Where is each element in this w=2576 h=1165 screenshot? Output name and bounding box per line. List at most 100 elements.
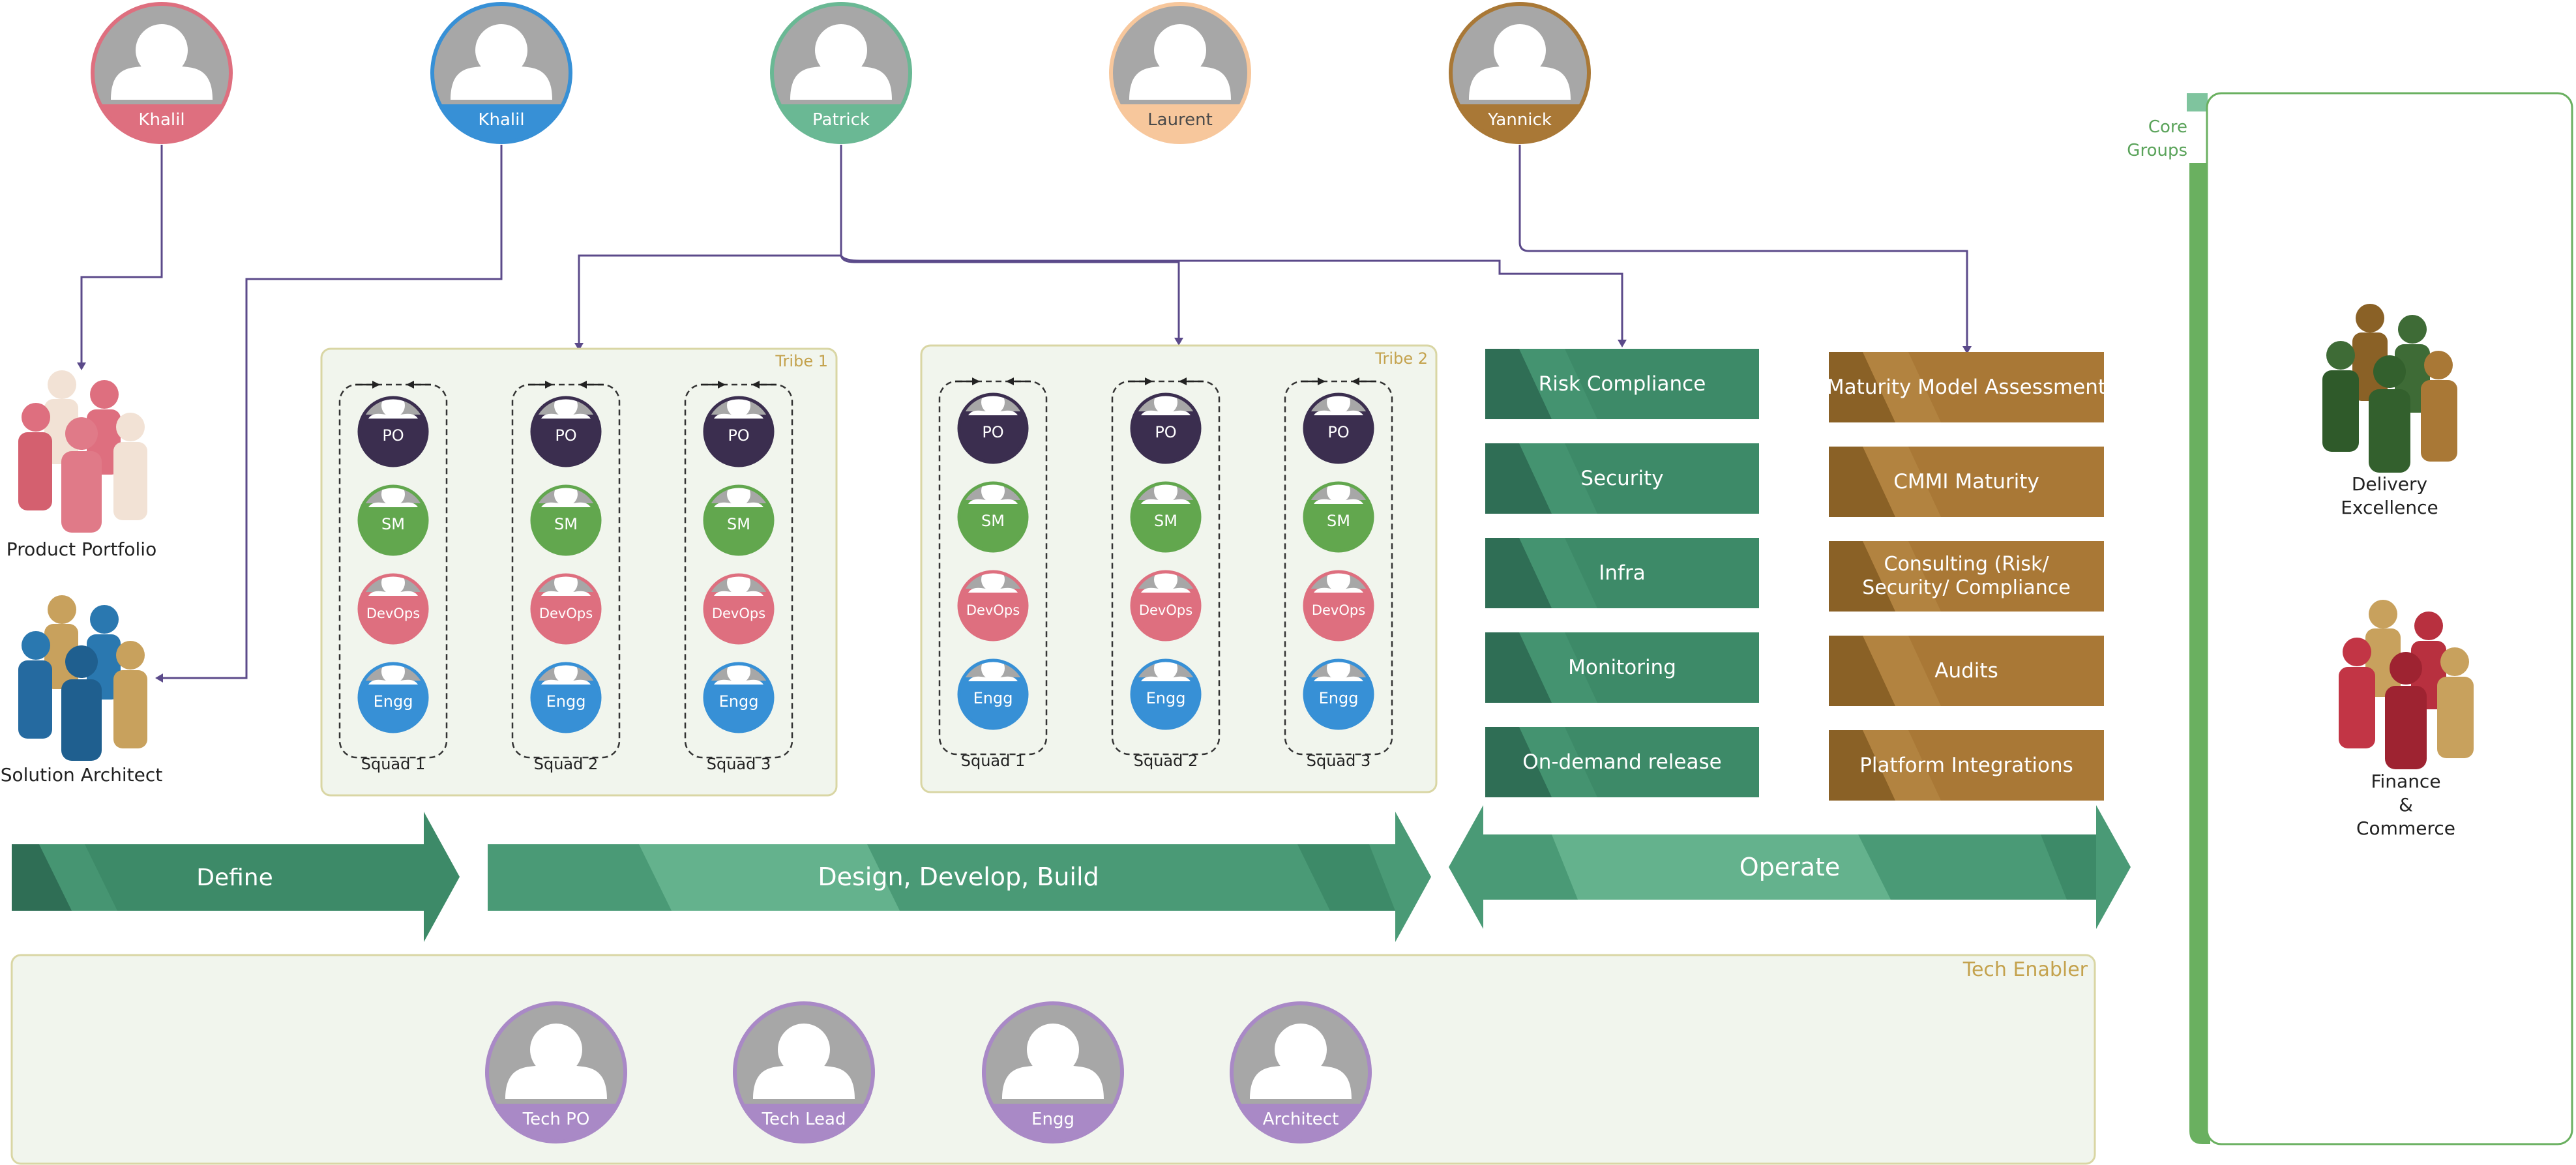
squad-role-label: DevOps	[712, 606, 765, 621]
service-on-demand-release: On-demand release	[1485, 727, 1759, 797]
squad-label: Squad 3	[707, 755, 771, 773]
squad-role-sm: SM	[957, 481, 1029, 553]
squad-dashed-boundary	[684, 383, 793, 759]
group-label: Solution Architect	[1, 764, 163, 786]
squad-role-label: Engg	[1319, 689, 1359, 707]
cycle-arrow-icon	[972, 377, 980, 385]
phase-operate-arrow: Operate	[1449, 805, 2131, 929]
leader-khalil-pink: Khalil	[91, 2, 233, 144]
connector-patrick-risk	[840, 255, 1623, 346]
squad-role-label: PO	[382, 426, 404, 445]
cycle-arrow-icon	[406, 381, 414, 389]
squad-role-po: PO	[957, 392, 1029, 464]
squad-role-label: DevOps	[966, 602, 1020, 618]
leader-name: Khalil	[478, 110, 524, 130]
service-label: Consulting (Risk/ Security/ Compliance	[1862, 553, 2071, 599]
squad-role-label: DevOps	[1139, 602, 1192, 618]
service-consulting: Consulting (Risk/ Security/ Compliance	[1829, 541, 2104, 612]
leader-name: Patrick	[812, 110, 870, 130]
phase-define-arrow: Define	[12, 812, 460, 942]
product-portfolio-group: Product Portfolio	[7, 370, 156, 560]
phase-label: Operate	[1740, 853, 1841, 881]
solution-architect-group: Solution Architect	[1, 595, 163, 786]
leader-khalil-blue: Khalil	[430, 2, 572, 144]
connector-khalil-solution-architect	[156, 145, 503, 679]
cycle-arrow-icon	[752, 381, 760, 389]
squad-role-label: DevOps	[366, 606, 420, 621]
group-label: Product Portfolio	[7, 538, 156, 560]
operate-services: Risk Compliance Security Infra Monitorin…	[1485, 349, 1759, 797]
squad-role-label: DevOps	[539, 606, 593, 621]
squad-role-label: Engg	[374, 692, 413, 711]
service-label: Security	[1580, 467, 1663, 490]
tribe-label: Tribe 2	[1374, 349, 1428, 368]
service-cmmi-maturity: CMMI Maturity	[1829, 447, 2104, 517]
squad-label: Squad 3	[1307, 752, 1371, 770]
connectors	[80, 145, 1968, 679]
service-label: Maturity Model Assessment	[1827, 376, 2106, 399]
cycle-arrow-icon	[579, 381, 587, 389]
service-security: Security	[1485, 443, 1759, 514]
leaders-row: Khalil Khalil Patrick	[91, 2, 1591, 144]
leader-name: Khalil	[138, 110, 185, 130]
squad-role-label: SM	[1154, 512, 1177, 530]
squad-role-label: DevOps	[1312, 602, 1365, 618]
squad-role-sm: SM	[530, 484, 602, 556]
squad-dashed-boundary	[338, 383, 448, 759]
squad-role-label: PO	[982, 423, 1003, 441]
phase-label: Design, Develop, Build	[818, 863, 1099, 891]
connector-yannick-brown	[1518, 145, 1968, 352]
service-label: Risk Compliance	[1539, 372, 1706, 396]
squad-role-label: PO	[1327, 423, 1349, 441]
phase-label: Define	[196, 864, 273, 891]
squad-role-devops: DevOps	[703, 573, 775, 645]
tech-member-label: Architect	[1263, 1110, 1339, 1129]
finance-commerce-group: Finance&Commerce	[2339, 600, 2474, 839]
squad-role-label: Engg	[973, 689, 1013, 707]
service-platform-integrations: Platform Integrations	[1829, 730, 2104, 801]
squad-label: Squad 2	[1134, 752, 1198, 770]
service-label: Platform Integrations	[1859, 754, 2073, 777]
cycle-arrow-icon	[545, 381, 553, 389]
people-group-pink-icon	[18, 370, 147, 533]
tech-member-label: Engg	[1031, 1110, 1074, 1129]
squad-role-engg: Engg	[957, 658, 1029, 730]
leader-name: Laurent	[1147, 110, 1213, 130]
squad-role-label: SM	[554, 515, 578, 533]
squad-role-label: PO	[1155, 423, 1176, 441]
cycle-arrow-icon	[718, 381, 726, 389]
tech-enabler-label: Tech Enabler	[1962, 958, 2088, 981]
connector-khalil-product-portfolio	[80, 145, 163, 368]
service-label: Audits	[1934, 659, 1998, 683]
group-label: Finance&Commerce	[2356, 771, 2455, 839]
squad-role-po: PO	[1303, 392, 1374, 464]
squad-role-po: PO	[357, 396, 429, 467]
service-label: CMMI Maturity	[1893, 470, 2039, 494]
leader-name: Yannick	[1487, 110, 1552, 130]
connector-patrick-tribe2	[840, 255, 1180, 344]
tech-enabler-section: Tech Enabler Tech PO Tech Lead	[10, 954, 2096, 1165]
service-label: On-demand release	[1522, 750, 1721, 774]
squad-role-label: SM	[381, 515, 405, 533]
squad-dashed-boundary	[1284, 380, 1393, 756]
service-maturity-model-assessment: Maturity Model Assessment	[1827, 352, 2106, 422]
squad-role-devops: DevOps	[357, 573, 429, 645]
phase-design-develop-build-arrow: Design, Develop, Build	[488, 812, 1431, 942]
squad-role-label: SM	[1327, 512, 1350, 530]
service-infra: Infra	[1485, 538, 1759, 608]
cycle-arrow-icon	[1179, 377, 1187, 385]
tech-member-architect: Architect	[1230, 1001, 1372, 1143]
people-group-red-tan-icon	[2339, 600, 2474, 769]
tribe-label: Tribe 1	[775, 352, 828, 370]
squad-role-label: SM	[981, 512, 1005, 530]
